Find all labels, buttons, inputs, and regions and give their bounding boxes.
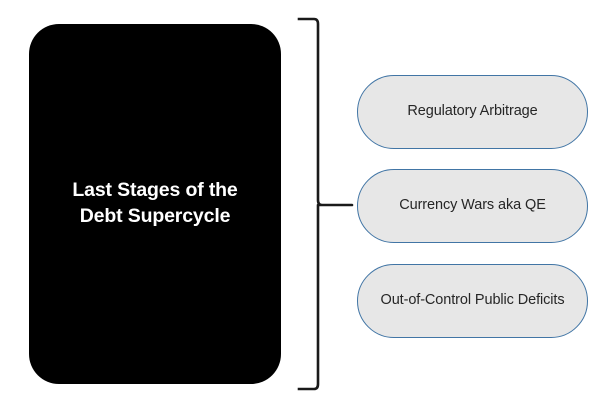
list-item-label: Currency Wars aka QE [399,197,546,214]
list-item[interactable]: Regulatory Arbitrage [357,75,588,149]
list-item-label: Regulatory Arbitrage [407,103,538,120]
main-concept-label: Last Stages of the Debt Supercycle [72,179,238,227]
list-item[interactable]: Currency Wars aka QE [357,169,588,243]
list-item[interactable]: Out-of-Control Public Deficits [357,264,588,338]
main-concept-block[interactable]: Last Stages of the Debt Supercycle [29,24,281,384]
bracket-icon [297,17,354,391]
list-item-label: Out-of-Control Public Deficits [380,292,565,309]
bracket-connector [294,14,356,394]
